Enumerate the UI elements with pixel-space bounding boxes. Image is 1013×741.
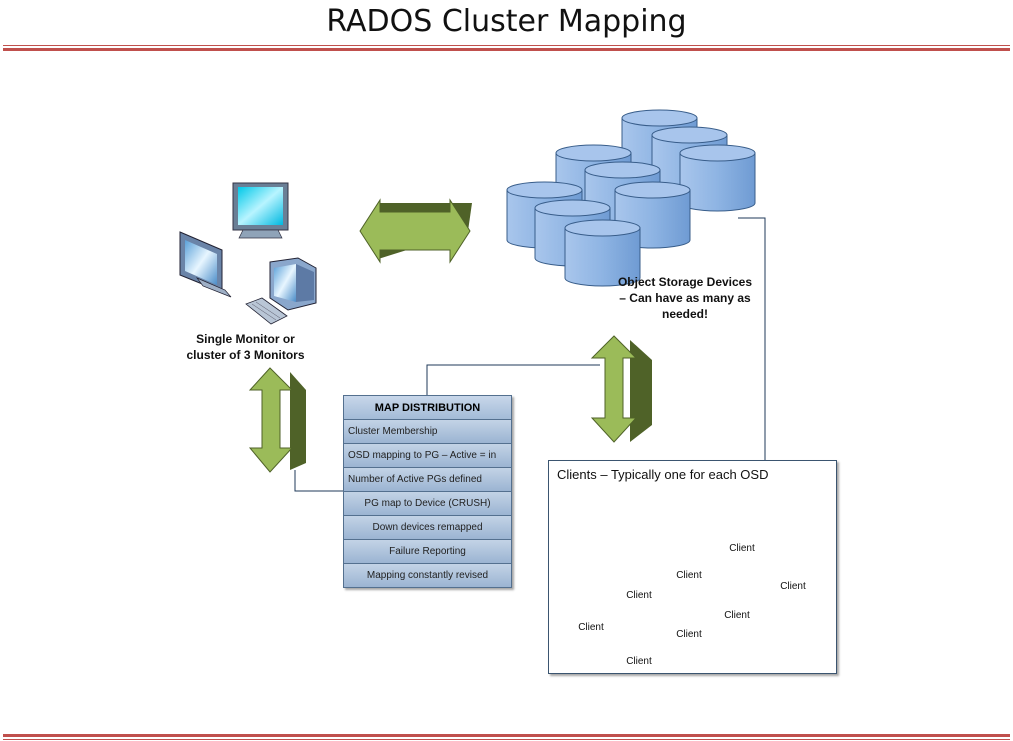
bottom-divider-thin <box>3 739 1010 740</box>
client-label: Client <box>676 629 702 640</box>
osd-vertical-arrow <box>590 335 652 443</box>
client-label: Client <box>626 656 652 667</box>
map-row-down-devices: Down devices remapped <box>344 515 511 539</box>
osd-label: Object Storage Devices – Can have as man… <box>617 275 753 321</box>
page-title: RADOS Cluster Mapping <box>326 4 687 39</box>
map-to-arrow-line <box>426 364 600 395</box>
monitor-computers <box>179 182 317 325</box>
connector-lines <box>294 217 766 492</box>
map-row-failure-reporting: Failure Reporting <box>344 539 511 563</box>
map-row-active-pgs: Number of Active PGs defined <box>344 467 511 491</box>
osd-cylinders <box>506 109 756 287</box>
bottom-divider <box>3 734 1010 737</box>
map-distribution-table: MAP DISTRIBUTION Cluster Membership OSD … <box>343 395 512 588</box>
clients-title: Clients – Typically one for each OSD <box>557 467 769 482</box>
osd-cylinder-icon <box>679 144 756 212</box>
map-row-mapping-revised: Mapping constantly revised <box>344 563 511 587</box>
map-distribution-header: MAP DISTRIBUTION <box>344 396 511 419</box>
client-label: Client <box>724 610 750 621</box>
keyboard-icon <box>245 297 288 325</box>
osd-to-clients-line <box>738 217 766 460</box>
computer-icon <box>269 257 317 311</box>
desktop-monitor-icon <box>179 231 232 298</box>
map-row-osd-mapping: OSD mapping to PG – Active = in <box>344 443 511 467</box>
horizontal-double-arrow <box>359 198 472 264</box>
client-label: Client <box>780 581 806 592</box>
osd-cylinder-icon <box>564 219 641 287</box>
top-divider-thick <box>3 48 1010 51</box>
monitor-vertical-arrow <box>248 367 306 473</box>
map-row-pg-map-crush: PG map to Device (CRUSH) <box>344 491 511 515</box>
monitor-arrow-to-map-line <box>294 470 343 492</box>
monitor-label: Single Monitor or cluster of 3 Monitors <box>186 332 305 362</box>
map-row-cluster-membership: Cluster Membership <box>344 419 511 443</box>
client-label: Client <box>578 622 604 633</box>
client-label: Client <box>676 570 702 581</box>
top-divider <box>3 45 1010 46</box>
clients-box: Clients – Typically one for each OSD <box>548 460 837 674</box>
monitor-icon <box>232 182 289 239</box>
client-label: Client <box>626 590 652 601</box>
client-label: Client <box>729 543 755 554</box>
